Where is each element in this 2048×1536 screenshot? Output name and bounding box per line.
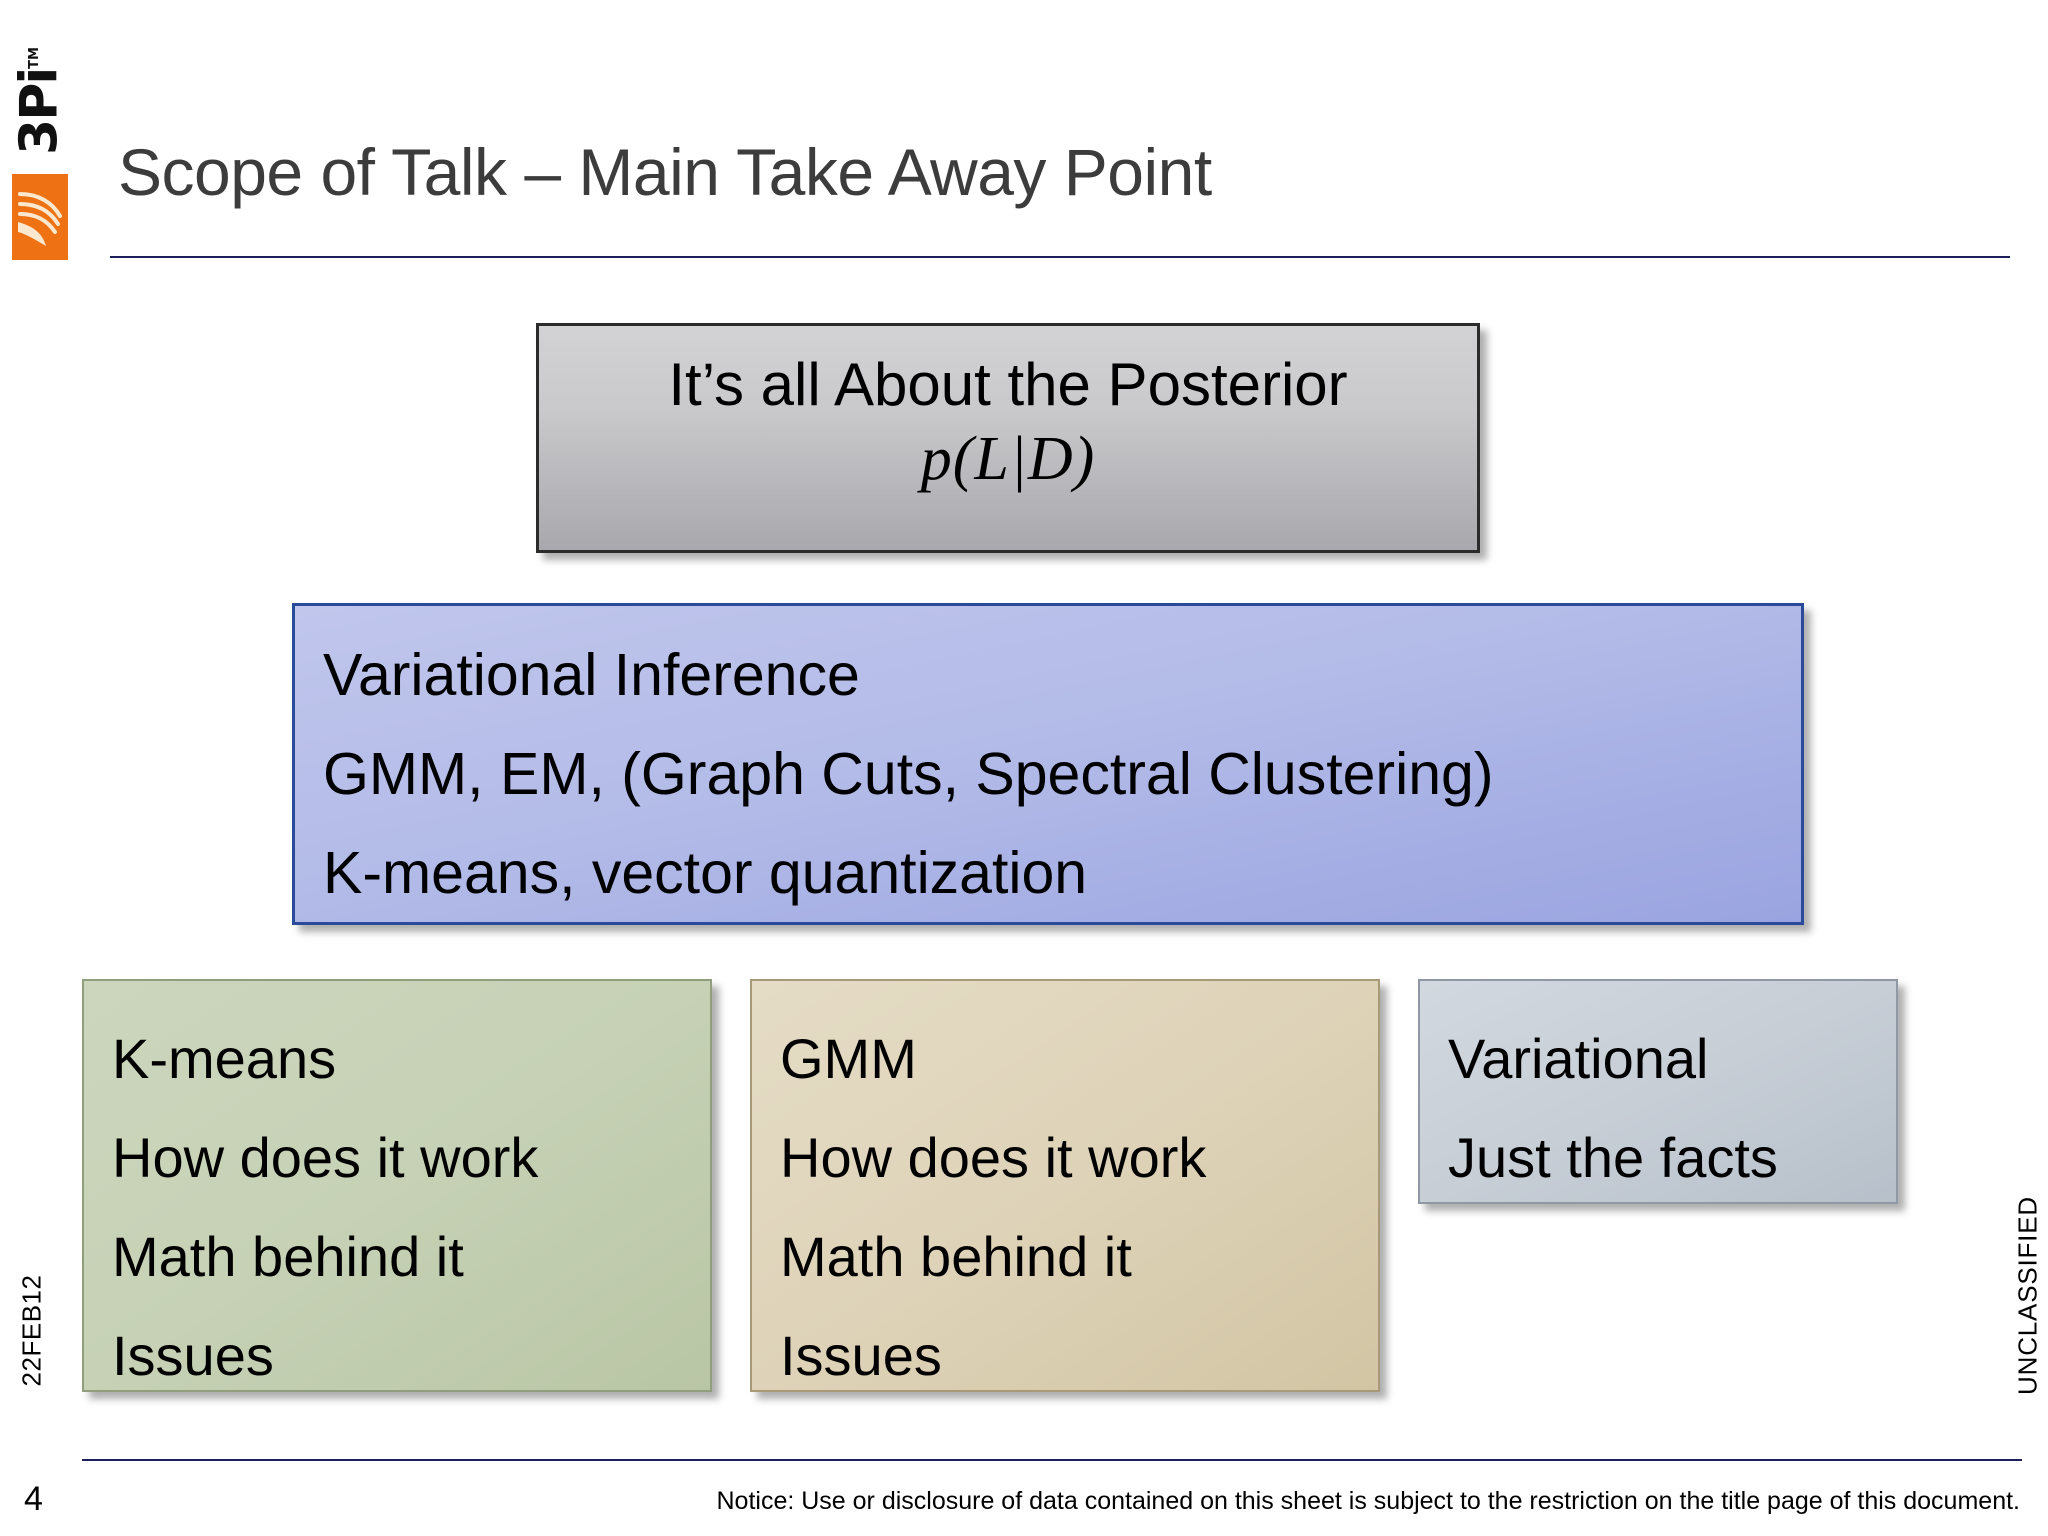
trademark-icon: TM (27, 47, 42, 69)
company-logo: 3PiTM (6, 12, 69, 262)
posterior-heading: It’s all About the Posterior (668, 351, 1348, 418)
variational-line-2: Just the facts (1448, 1126, 1778, 1189)
topic-box-kmeans: K-means How does it work Math behind it … (82, 979, 712, 1392)
methods-line-3: K-means, vector quantization (323, 840, 1088, 906)
title-divider (110, 256, 2010, 258)
gmm-line-3: Math behind it (780, 1225, 1132, 1288)
kmeans-line-4: Issues (112, 1324, 274, 1387)
kmeans-line-3: Math behind it (112, 1225, 464, 1288)
logo-wordmark-text: 3Pi (9, 68, 70, 155)
page-number: 4 (24, 1480, 43, 1518)
classification-label: UNCLASSIFIED (2012, 1196, 2043, 1395)
gmm-line-1: GMM (780, 1027, 917, 1090)
swoosh-feather-icon (12, 174, 68, 260)
footer-notice: Notice: Use or disclosure of data contai… (716, 1487, 2020, 1515)
methods-box: Variational Inference GMM, EM, (Graph Cu… (292, 603, 1804, 925)
gmm-line-4: Issues (780, 1324, 942, 1387)
variational-line-1: Variational (1448, 1027, 1709, 1090)
footer-divider (82, 1459, 2022, 1461)
kmeans-line-1: K-means (112, 1027, 337, 1090)
kmeans-line-2: How does it work (112, 1126, 539, 1189)
date-label: 22FEB12 (16, 1274, 47, 1387)
gmm-line-2: How does it work (780, 1126, 1207, 1189)
posterior-callout-box: It’s all About the Posterior p(L|D) (536, 323, 1480, 553)
methods-line-1: Variational Inference (323, 642, 860, 708)
logo-wordmark: 3PiTM (6, 26, 69, 176)
page-title: Scope of Talk – Main Take Away Point (118, 135, 1212, 209)
posterior-formula: p(L|D) (920, 425, 1096, 493)
topic-box-variational: Variational Just the facts (1418, 979, 1898, 1204)
topic-box-gmm: GMM How does it work Math behind it Issu… (750, 979, 1380, 1392)
methods-line-2: GMM, EM, (Graph Cuts, Spectral Clusterin… (323, 741, 1494, 807)
